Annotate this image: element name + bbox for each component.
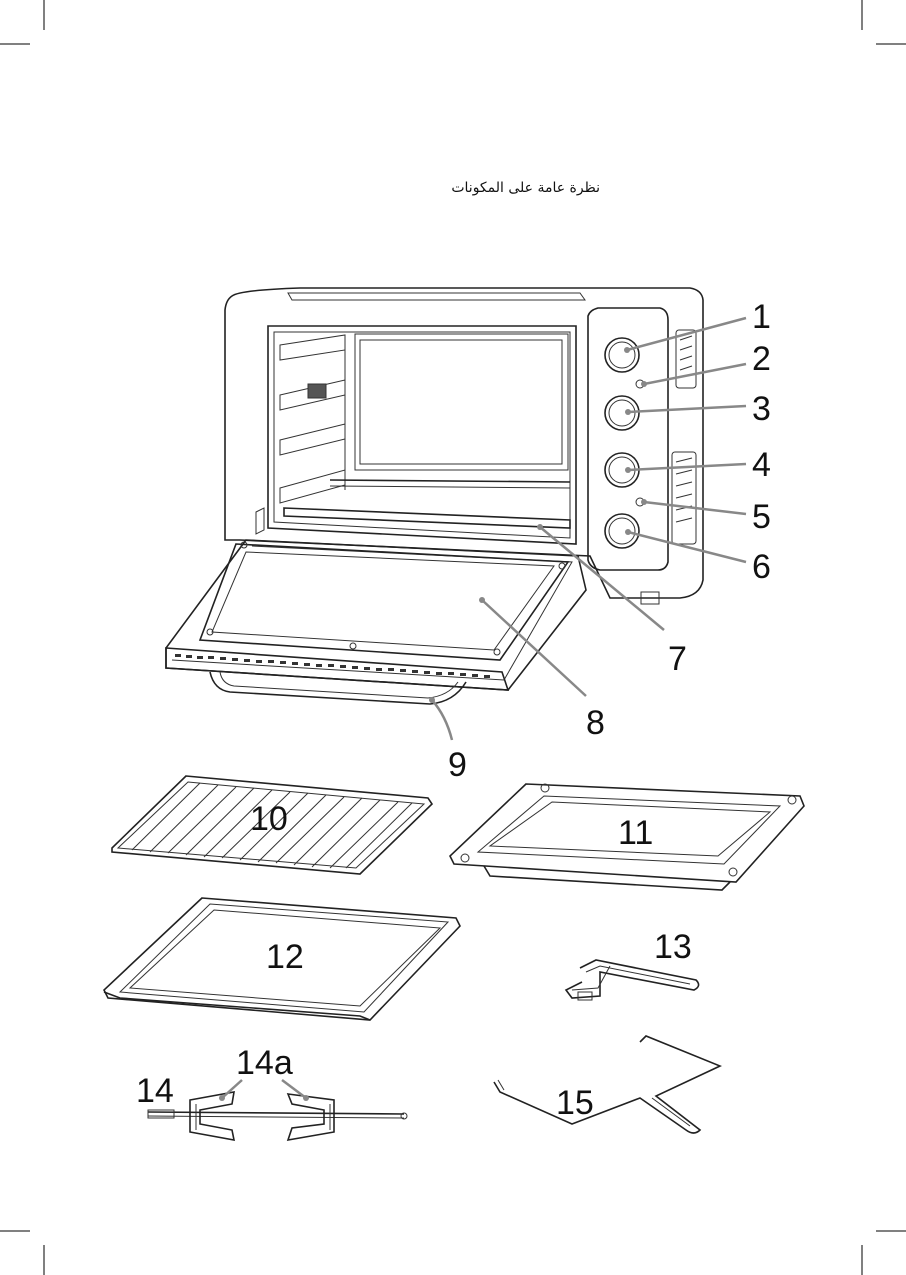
callout-12: 12: [266, 938, 304, 976]
callout-13: 13: [654, 928, 692, 966]
callout-2: 2: [752, 340, 771, 378]
callout-15: 15: [556, 1084, 594, 1122]
rack-handle-illustration: [566, 960, 699, 1000]
callout-1: 1: [752, 298, 771, 336]
callout-8: 8: [586, 704, 605, 742]
callout-3: 3: [752, 390, 771, 428]
callout-14a: 14a: [236, 1044, 293, 1082]
callout-14: 14: [136, 1072, 174, 1110]
callout-7: 7: [668, 640, 687, 678]
callout-11: 11: [618, 814, 653, 852]
callout-4: 4: [752, 446, 771, 484]
tray-handle-illustration: [494, 1036, 720, 1133]
callout-10: 10: [250, 800, 288, 838]
callout-5: 5: [752, 498, 771, 536]
oven-illustration: [166, 288, 703, 704]
rotisserie-spit-illustration: [148, 1092, 407, 1140]
callout-6: 6: [752, 548, 771, 586]
callout-9: 9: [448, 746, 467, 784]
